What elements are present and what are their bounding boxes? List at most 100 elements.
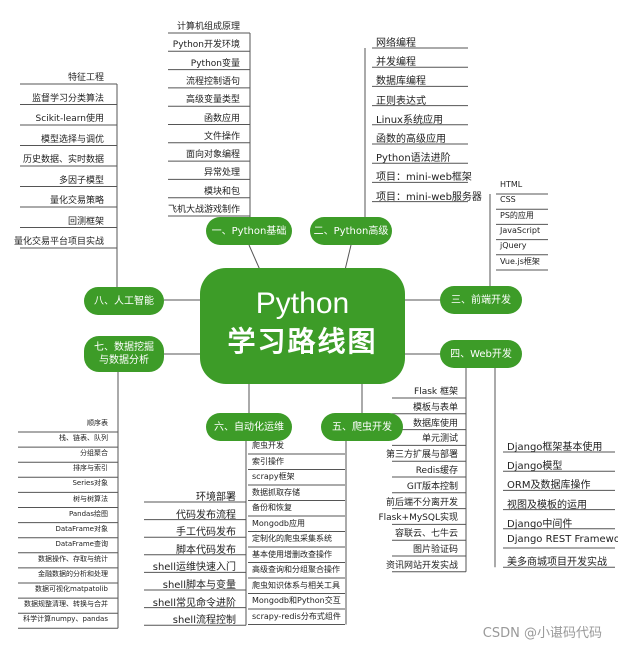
leaf-b8-item: 多因子模型	[58, 175, 104, 186]
leaf-b6-item: 代码发布流程	[176, 509, 236, 521]
leaf-b4a-item: 单元测试	[421, 434, 458, 445]
leaf-b5-item: 爬虫开发	[252, 441, 284, 450]
leaf-b2-item: 项目：mini-web框架	[376, 172, 472, 184]
leaf-b3-item: CSS	[500, 195, 516, 205]
leaf-b6-item: 环境部署	[196, 492, 236, 503]
leaf-b1-item: 文件操作	[203, 131, 240, 142]
leaf-b4a-item: 第三方扩展与部署	[385, 450, 458, 461]
leaf-b1-item: Python变量	[190, 58, 240, 69]
leaf-b3-item: HTML	[500, 180, 523, 189]
leaf-b7-item: 数据可视化matpatolib	[35, 585, 108, 594]
leaf-b7-item: 顺序表	[87, 419, 108, 427]
leaf-b7-item: DataFrame对象	[55, 524, 108, 533]
leaf-b6-item: shell脚本与变量	[162, 580, 236, 591]
leaf-b6-item: shell运维快速入门	[152, 562, 236, 574]
leaf-b5-item: 高级查询和分组聚合操作	[252, 565, 340, 574]
leaf-b4a-item: 模板与表单	[412, 402, 458, 413]
leaf-b7-item: 科学计算numpy、pandas	[23, 615, 108, 624]
leaf-b7-item: 树与树算法	[73, 494, 108, 503]
branch-connector	[248, 244, 261, 271]
branch-python-advanced: 二、Python高级	[310, 217, 392, 245]
leaf-b7-item: 金融数据的分析和处理	[38, 570, 108, 578]
watermark: CSDN @小谌码代码	[482, 626, 602, 641]
leaf-b5-item: 爬虫知识体系与相关工具	[252, 580, 340, 590]
leaf-b6-item: shell流程控制	[172, 615, 236, 627]
leaf-b4b-item: Django模型	[507, 461, 563, 473]
leaf-b4b-item: Django中间件	[507, 518, 573, 530]
leaf-b4a-item: 资讯网站开发实战	[385, 560, 458, 571]
leaf-b1-item: 函数应用	[203, 113, 240, 124]
leaf-b4a-item: 图片验证码	[412, 545, 458, 555]
leaf-b6-item: shell常见命令进阶	[152, 597, 236, 609]
leaf-b5-item: 备份和恢复	[252, 503, 292, 512]
branch-python-basics: 一、Python基础	[206, 217, 292, 245]
leaf-b2-item: 正则表达式	[376, 95, 426, 107]
branch-ai: 八、人工智能	[84, 287, 164, 315]
leaf-b8-item: 模型选择与调优	[40, 134, 104, 145]
branch-data-analysis: 七、数据挖掘 与数据分析	[84, 336, 164, 372]
leaf-b1-item: 面向对象编程	[185, 150, 240, 161]
leaf-b1-item: Python开发环境	[172, 40, 240, 51]
leaf-b2-item: 函数的高级应用	[376, 134, 446, 145]
leaf-b7-item: 分组聚合	[80, 449, 108, 458]
central-title-cn: 学习路线图	[227, 325, 378, 358]
leaf-b1-item: 异常处理	[203, 168, 240, 179]
leaf-b3-item: jQuery	[500, 240, 527, 250]
leaf-b8-item: 特征工程	[67, 73, 104, 83]
leaf-b3-item: Vue.js框架	[500, 257, 540, 266]
branch-devops: 六、自动化运维	[206, 413, 292, 441]
leaf-b7-item: 数据规整清理、转换与合并	[24, 600, 108, 609]
leaf-b7-item: DataFrame查询	[55, 539, 108, 548]
branch-connector	[344, 244, 352, 271]
leaf-b4a-item: Flask 框架	[414, 387, 458, 397]
branch-frontend: 三、前端开发	[440, 286, 522, 314]
leaf-b1-item: 高级变量类型	[185, 95, 240, 106]
leaf-b2-item: Linux系统应用	[376, 114, 443, 126]
leaf-b3-item: PS的应用	[500, 211, 534, 221]
leaf-b5-item: scrapy-redis分布式组件	[252, 611, 341, 621]
leaf-b5-item: 基本使用增删改查操作	[252, 549, 332, 559]
leaf-b4a-item: 容联云、七牛云	[394, 529, 458, 540]
leaf-b4a-item: Redis缓存	[415, 466, 458, 476]
leaf-b5-item: 索引操作	[252, 456, 284, 466]
leaf-b7-item: 栈、链表、队列	[59, 434, 108, 443]
leaf-b7-item: Series对象	[72, 479, 108, 488]
leaf-b8-item: 监督学习分类算法	[31, 93, 104, 104]
leaf-b4b-item: Django REST Framework	[507, 534, 618, 545]
leaf-b1-item: 飞机大战游戏制作	[167, 205, 240, 215]
leaf-b8-item: 量化交易平台项目实战	[13, 237, 104, 247]
leaf-b8-item: 回测框架	[67, 216, 104, 227]
leaf-b3-item: JavaScript	[500, 225, 541, 235]
leaf-b2-item: 数据库编程	[376, 76, 426, 88]
leaf-b1-item: 流程控制语句	[185, 76, 240, 87]
leaf-b8-item: 历史数据、实时数据	[22, 155, 104, 165]
leaf-b5-item: Mongodb应用	[252, 518, 305, 528]
leaf-b2-item: 并发编程	[376, 57, 416, 69]
leaf-b2-item: Python语法进阶	[376, 153, 451, 165]
leaf-b5-item: 数据抓取存储	[252, 487, 300, 497]
leaf-b5-item: Mongodb和Python交互	[252, 596, 341, 605]
leaf-b4a-item: GIT版本控制	[406, 481, 458, 492]
leaf-b6-item: 手工代码发布	[176, 527, 236, 539]
leaf-b2-item: 网络编程	[376, 38, 416, 49]
leaf-b4b-item: 视图及模板的运用	[507, 499, 587, 511]
leaf-b5-item: scrapy框架	[252, 472, 295, 481]
leaf-b4a-item: Flask+MySQL实现	[378, 513, 458, 524]
leaf-b4a-item: 前后端不分离开发	[385, 497, 458, 508]
leaf-b8-item: 量化交易策略	[49, 196, 104, 206]
leaf-b1-item: 计算机组成原理	[176, 22, 240, 32]
central-topic: Python 学习路线图	[200, 268, 405, 384]
leaf-b4a-item: 数据库使用	[412, 418, 458, 429]
leaf-b6-item: 脚本代码发布	[176, 544, 236, 556]
leaf-b5-item: 定制化的爬虫采集系统	[252, 534, 332, 543]
leaf-b4b-item: 美多商城项目开发实战	[507, 557, 607, 569]
branch-crawler: 五、爬虫开发	[321, 413, 403, 441]
leaf-b7-item: 数据操作、存取与统计	[38, 554, 108, 563]
leaf-b7-item: 排序与索引	[73, 464, 108, 473]
leaf-b4b-item: Django框架基本使用	[507, 442, 603, 453]
branch-web: 四、Web开发	[440, 340, 522, 368]
central-title-en: Python	[255, 287, 350, 320]
leaf-b4b-item: ORM及数据库操作	[507, 480, 591, 492]
leaf-b1-item: 模块和包	[203, 186, 240, 197]
